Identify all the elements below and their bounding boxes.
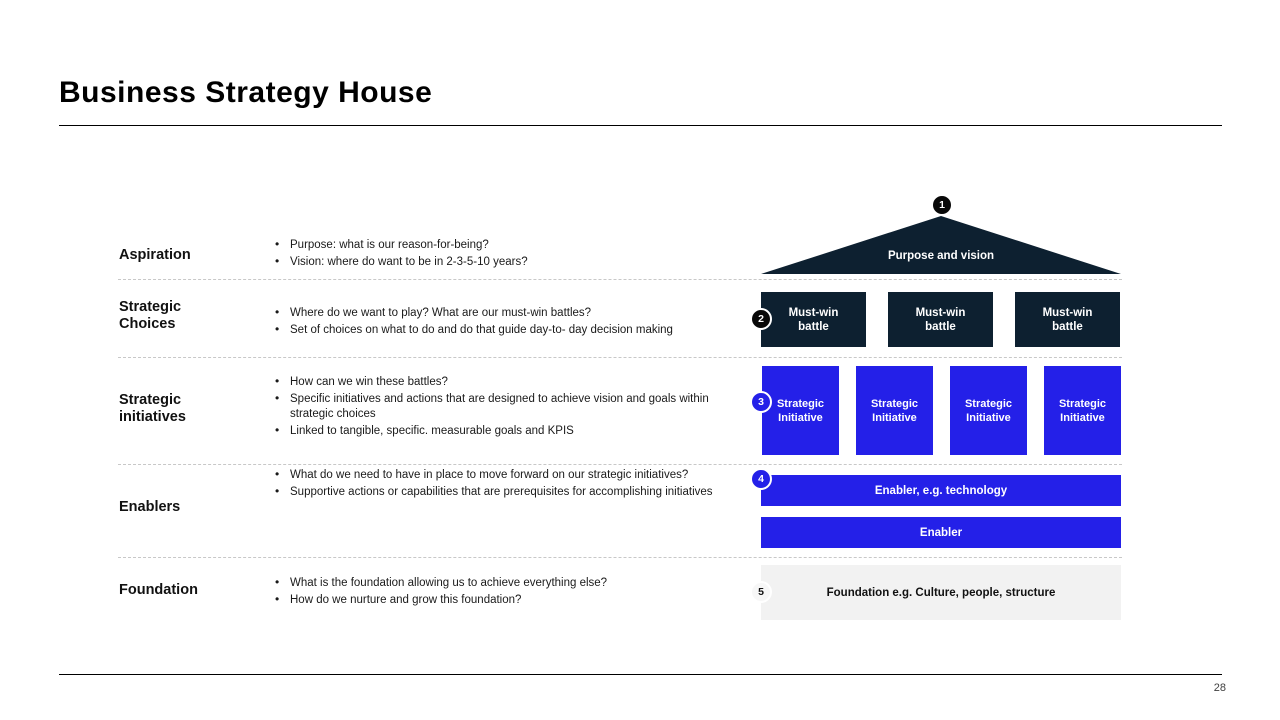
row-label-strategic-initiatives: Strategic initiatives bbox=[119, 392, 269, 426]
must-win-battle-box[interactable]: Must-win battle bbox=[888, 292, 993, 347]
row-label-line-2: Choices bbox=[119, 316, 176, 332]
step-badge-3: 3 bbox=[750, 391, 772, 413]
page-number: 28 bbox=[1213, 682, 1226, 694]
box-text: Strategic Initiative bbox=[1058, 397, 1107, 424]
strategic-initiative-box[interactable]: Strategic Initiative bbox=[950, 366, 1027, 455]
list-item: Set of choices on what to do and do that… bbox=[273, 322, 743, 338]
row-divider-1 bbox=[118, 279, 1122, 280]
row-label-line-2: initiatives bbox=[119, 409, 186, 425]
step-badge-5: 5 bbox=[750, 581, 772, 603]
row-label-enablers: Enablers bbox=[119, 499, 181, 515]
row-divider-4 bbox=[118, 557, 1122, 558]
list-item: Specific initiatives and actions that ar… bbox=[273, 391, 743, 422]
roof-label: Purpose and vision bbox=[887, 250, 995, 262]
must-win-battle-box[interactable]: Must-win battle bbox=[1015, 292, 1120, 347]
step-badge-2: 2 bbox=[750, 308, 772, 330]
title-divider-rule bbox=[59, 125, 1222, 126]
list-item: What do we need to have in place to move… bbox=[273, 467, 743, 483]
row-bullets-strategic-choices: Where do we want to play? What are our m… bbox=[273, 305, 743, 340]
must-win-battle-box[interactable]: Must-win battle bbox=[761, 292, 866, 347]
strategic-initiative-box[interactable]: Strategic Initiative bbox=[856, 366, 933, 455]
step-badge-4: 4 bbox=[750, 468, 772, 490]
row-label-foundation: Foundation bbox=[119, 582, 198, 598]
list-item: What is the foundation allowing us to ac… bbox=[273, 575, 743, 591]
box-text: Must-win battle bbox=[1042, 306, 1093, 333]
box-text: Strategic Initiative bbox=[776, 397, 825, 424]
box-text: Strategic Initiative bbox=[870, 397, 919, 424]
list-item: Where do we want to play? What are our m… bbox=[273, 305, 743, 321]
list-item: How can we win these battles? bbox=[273, 374, 743, 390]
list-item: Purpose: what is our reason-for-being? bbox=[273, 237, 743, 253]
row-label-line-1: Strategic bbox=[119, 299, 182, 315]
list-item: Vision: where do want to be in 2-3-5-10 … bbox=[273, 254, 743, 270]
page-title: Business Strategy House bbox=[59, 76, 433, 109]
list-item: How do we nurture and grow this foundati… bbox=[273, 592, 743, 608]
strategic-initiative-box[interactable]: Strategic Initiative bbox=[762, 366, 839, 455]
row-divider-2 bbox=[118, 357, 1122, 358]
box-text: Must-win battle bbox=[788, 306, 839, 333]
strategic-initiative-box[interactable]: Strategic Initiative bbox=[1044, 366, 1121, 455]
row-label-aspiration: Aspiration bbox=[119, 247, 191, 263]
row-bullets-foundation: What is the foundation allowing us to ac… bbox=[273, 575, 743, 610]
list-item: Supportive actions or capabilities that … bbox=[273, 484, 743, 500]
list-item: Linked to tangible, specific. measurable… bbox=[273, 423, 743, 439]
row-label-line-1: Strategic bbox=[119, 392, 182, 408]
row-bullets-aspiration: Purpose: what is our reason-for-being? V… bbox=[273, 237, 743, 272]
row-bullets-strategic-initiatives: How can we win these battles? Specific i… bbox=[273, 374, 743, 441]
footer-divider-rule bbox=[59, 674, 1222, 675]
row-bullets-enablers: What do we need to have in place to move… bbox=[273, 467, 743, 502]
enabler-bar-technology[interactable]: Enabler, e.g. technology bbox=[761, 475, 1121, 506]
foundation-bar[interactable]: Foundation e.g. Culture, people, structu… bbox=[761, 565, 1121, 620]
step-badge-1: 1 bbox=[931, 194, 953, 216]
enabler-bar[interactable]: Enabler bbox=[761, 517, 1121, 548]
box-text: Strategic Initiative bbox=[964, 397, 1013, 424]
row-divider-3 bbox=[118, 464, 1122, 465]
row-label-strategic-choices: Strategic Choices bbox=[119, 299, 269, 333]
box-text: Must-win battle bbox=[915, 306, 966, 333]
roof-triangle bbox=[761, 216, 1121, 274]
